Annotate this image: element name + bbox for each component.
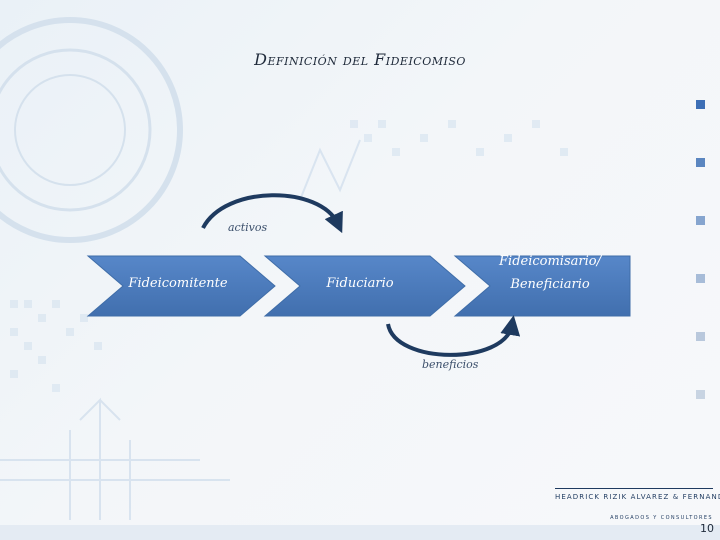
- activos-arrow: [203, 195, 338, 228]
- side-marker-square: [696, 100, 705, 109]
- fideicomitente-label: Fideicomitente: [118, 272, 238, 295]
- page-number: 10: [700, 522, 714, 535]
- logo-rule: [555, 488, 713, 489]
- firm-logo: HEADRICK RIZIK ALVAREZ & FERNANDEZ ABOGA…: [555, 488, 713, 521]
- side-marker-square: [696, 158, 705, 167]
- fideicomisario-label-line1: Fideicomisario/: [490, 250, 610, 273]
- beneficios-arrow: [388, 324, 512, 355]
- footer-bar: [0, 525, 720, 540]
- logo-tagline: ABOGADOS Y CONSULTORES: [555, 515, 713, 521]
- logo-firm-name: HEADRICK RIZIK ALVAREZ & FERNANDEZ: [555, 493, 713, 501]
- activos-label: activos: [228, 221, 267, 234]
- fideicomisario-label-line2: Beneficiario: [490, 273, 610, 296]
- side-marker-square: [696, 216, 705, 225]
- side-marker-column: [694, 100, 708, 448]
- fideicomisario-label: Fideicomisario/ Beneficiario: [490, 250, 610, 297]
- fiduciario-label: Fiduciario: [300, 272, 420, 295]
- side-marker-square: [696, 274, 705, 283]
- beneficios-label: beneficios: [422, 358, 478, 371]
- side-marker-square: [696, 390, 705, 399]
- side-marker-square: [696, 332, 705, 341]
